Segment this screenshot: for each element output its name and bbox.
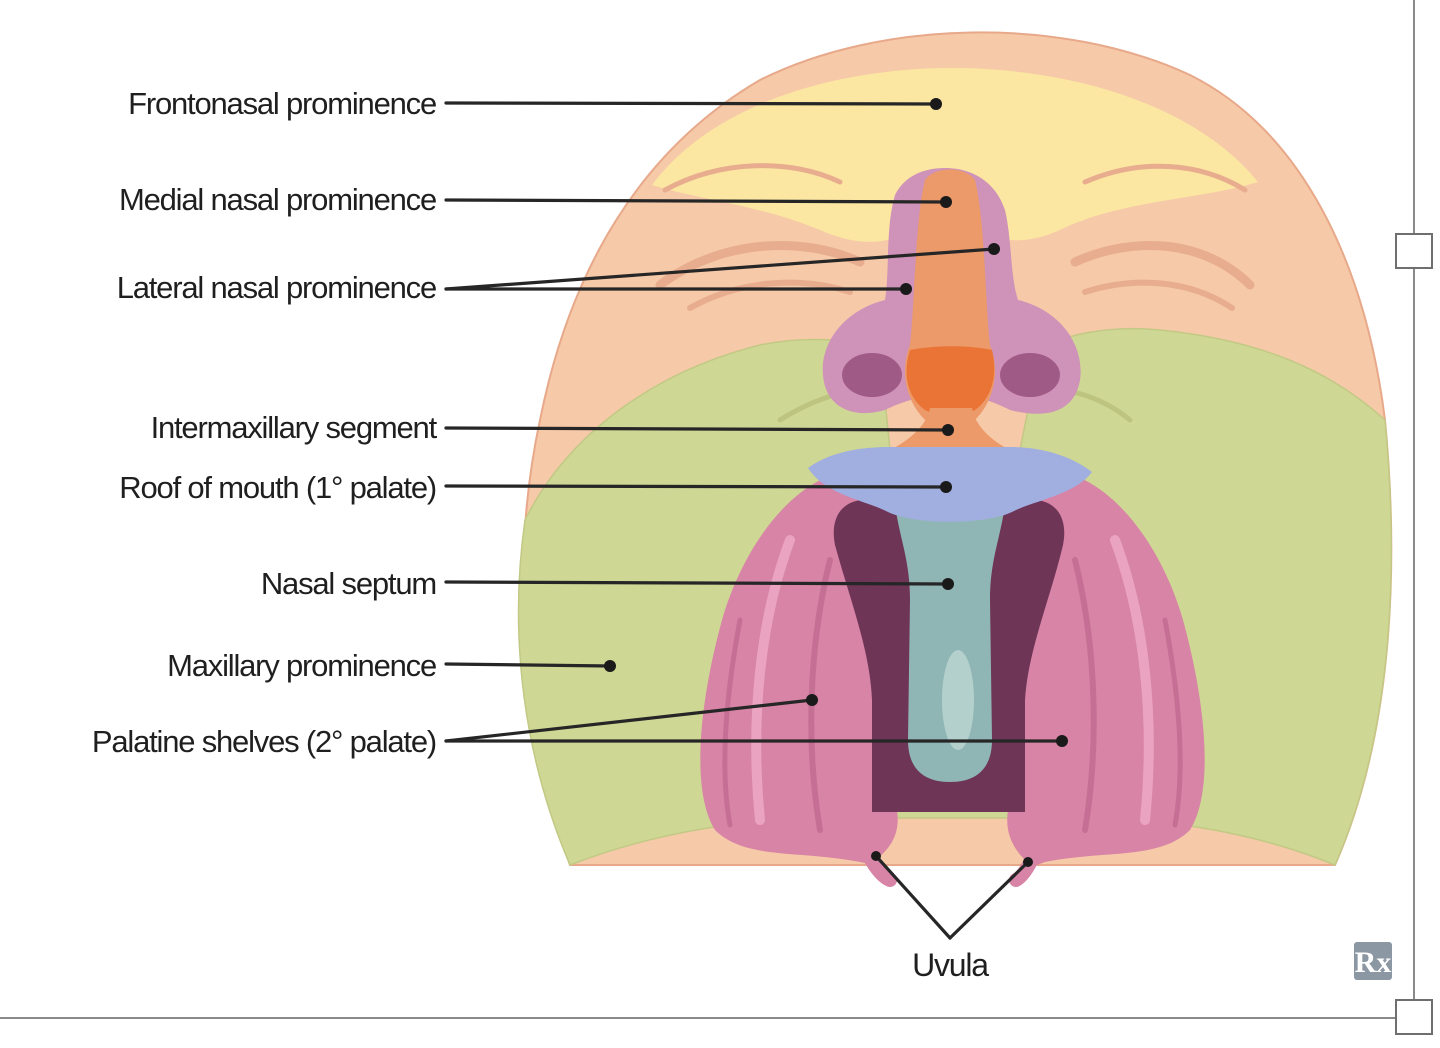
leader-palatine-upper	[444, 698, 814, 743]
frontonasal-prominence-region	[652, 67, 1258, 242]
right-nostril	[1000, 353, 1060, 397]
nasal-septum-region	[895, 505, 1005, 782]
dot-maxillary	[604, 660, 616, 672]
dot-lateral-nasal-upper	[988, 243, 1000, 255]
left-nostril	[842, 353, 902, 397]
left-eye-crease-lower	[687, 279, 853, 311]
leader-frontonasal	[444, 101, 938, 106]
nasal-septum-highlight	[942, 650, 974, 750]
label-nasal-septum: Nasal septum	[261, 566, 436, 601]
leader-intermaxillary	[444, 426, 950, 432]
dot-roof-of-mouth	[940, 481, 952, 493]
right-brow-crease	[1082, 163, 1248, 193]
label-medial-nasal-prominence: Medial nasal prominence	[119, 182, 436, 217]
leader-lateral-nasal-upper	[444, 247, 996, 291]
dot-uvula-right	[1023, 857, 1033, 867]
leader-maxillary	[444, 662, 612, 668]
dot-uvula-left	[871, 851, 881, 861]
label-lateral-nasal-prominence: Lateral nasal prominence	[117, 270, 436, 305]
right-eye-crease-lower	[1082, 279, 1235, 311]
leader-medial-nasal	[444, 198, 948, 204]
label-uvula: Uvula	[912, 947, 989, 983]
dot-palatine-upper	[806, 694, 818, 706]
palatine-fold-right-1	[1110, 535, 1154, 825]
label-palatine-shelves: Palatine shelves (2° palate)	[92, 724, 436, 759]
uvula-left-tip	[855, 833, 897, 887]
palatine-fold-left-1	[751, 535, 795, 825]
right-eye-crease	[1070, 240, 1255, 290]
dot-nasal-septum	[942, 578, 954, 590]
dot-frontonasal	[930, 98, 942, 110]
label-intermaxillary-segment: Intermaxillary segment	[151, 410, 438, 445]
label-maxillary-prominence: Maxillary prominence	[167, 648, 436, 683]
dot-palatine-lower	[1056, 735, 1068, 747]
dot-intermaxillary	[942, 424, 954, 436]
leader-roof-of-mouth	[444, 484, 948, 489]
palatine-fold-right-2	[1072, 557, 1097, 833]
rx-logo-icon: Rx	[1354, 942, 1392, 980]
leader-nasal-septum	[444, 580, 950, 586]
label-frontonasal-prominence: Frontonasal prominence	[128, 86, 436, 121]
leader-lines	[444, 98, 1068, 940]
dot-medial-nasal	[940, 196, 952, 208]
palatine-fold-left-3	[722, 617, 743, 828]
rx-logo-text: Rx	[1355, 946, 1392, 979]
leader-uvula-right	[948, 860, 1030, 940]
dot-lateral-nasal-lower	[900, 283, 912, 295]
leader-uvula-left	[874, 854, 952, 940]
label-roof-of-mouth: Roof of mouth (1° palate)	[119, 470, 436, 505]
resize-handle-right[interactable]	[1395, 233, 1433, 269]
resize-handle-corner[interactable]	[1395, 999, 1433, 1035]
intermaxillary-segment-region	[906, 346, 995, 416]
palatine-fold-right-3	[1162, 617, 1183, 828]
palatine-fold-left-2	[808, 557, 833, 833]
labels: Frontonasal prominence Medial nasal prom…	[92, 86, 991, 983]
left-brow-crease	[662, 163, 843, 193]
